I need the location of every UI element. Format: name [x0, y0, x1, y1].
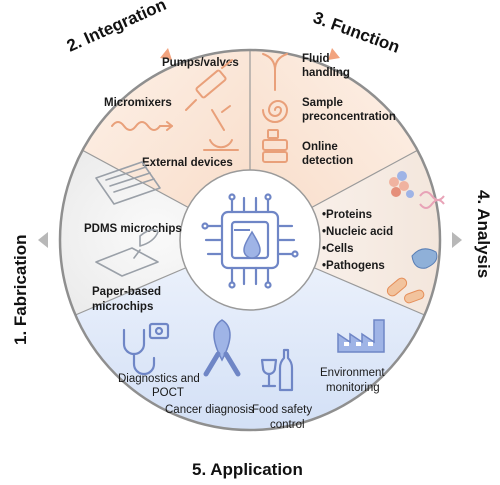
- integration-content: Pumps/valves Micromixers External device…: [104, 57, 239, 169]
- title-integration: 2. Integration: [64, 0, 169, 56]
- label-environment: Environment: [320, 367, 385, 379]
- label-control: control: [270, 419, 305, 431]
- label-poct: POCT: [152, 387, 184, 399]
- ribbon-icon: [203, 319, 241, 377]
- pdms-chip-icon: [95, 161, 161, 205]
- title-function: 3. Function: [311, 8, 403, 57]
- arrow-up-right-icon: [328, 48, 340, 60]
- bacteria-icon: [386, 277, 425, 304]
- micromixer-icon: [111, 121, 173, 131]
- syringe-pump-icon: [185, 59, 233, 111]
- label-pathogens: •Pathogens: [322, 260, 385, 272]
- arrow-right-icon: [452, 232, 462, 248]
- label-external-devices: External devices: [142, 157, 233, 169]
- detector-icon: [262, 129, 288, 163]
- label-detection: detection: [302, 155, 353, 167]
- protein-icon: [389, 171, 414, 198]
- label-nucleic-acid: •Nucleic acid: [322, 226, 393, 238]
- label-cells: •Cells: [322, 243, 354, 255]
- dna-icon: [419, 191, 445, 209]
- label-diagnostics-and: Diagnostics and: [118, 373, 200, 385]
- wine-bottle-icon: [260, 348, 294, 392]
- label-microchips: microchips: [92, 301, 153, 313]
- paper-chip-icon: [95, 228, 159, 277]
- arrow-left-icon: [38, 232, 48, 248]
- factory-icon: [337, 319, 385, 353]
- label-micromixers: Micromixers: [104, 97, 172, 109]
- cell-icon: [411, 248, 438, 269]
- center-hub: [179, 169, 321, 311]
- title-fabrication: 1. Fabrication: [11, 234, 30, 345]
- microscope-icon: [203, 105, 239, 151]
- outer-ring: [58, 48, 442, 432]
- label-monitoring: monitoring: [326, 382, 380, 394]
- application-content: Diagnostics and POCT Cancer diagnosis Fo…: [118, 319, 385, 431]
- analysis-content: •Proteins •Nucleic acid •Cells •Pathogen…: [322, 171, 445, 304]
- title-application: 5. Application: [192, 460, 303, 479]
- label-handling: handling: [302, 67, 350, 79]
- label-pdms-microchips: PDMS microchips: [84, 223, 182, 235]
- sector-fabrication: [59, 150, 250, 315]
- label-preconcentration: preconcentration: [302, 111, 396, 123]
- sector-application: [75, 240, 425, 431]
- label-proteins: •Proteins: [322, 209, 372, 221]
- function-content: Fluid handling Sample preconcentration O…: [262, 53, 396, 167]
- label-fluid: Fluid: [302, 53, 329, 65]
- droplet-icon: [243, 230, 261, 259]
- label-pumps-valves: Pumps/valves: [162, 57, 239, 69]
- ring-arrows: [38, 48, 462, 248]
- label-cancer-diagnosis: Cancer diagnosis: [165, 404, 254, 416]
- fabrication-content: PDMS microchips Paper-based microchips: [84, 161, 182, 313]
- arrow-up-left-icon: [160, 48, 172, 60]
- spiral-icon: [262, 100, 288, 123]
- label-sample: Sample: [302, 97, 343, 109]
- label-online: Online: [302, 141, 338, 153]
- label-food-safety: Food safety: [252, 404, 312, 416]
- fluid-split-icon: [262, 53, 288, 91]
- sector-dividers: [75, 50, 425, 316]
- title-analysis: 4. Analysis: [474, 190, 493, 278]
- stethoscope-icon: [122, 322, 170, 376]
- label-paper-based: Paper-based: [92, 286, 161, 298]
